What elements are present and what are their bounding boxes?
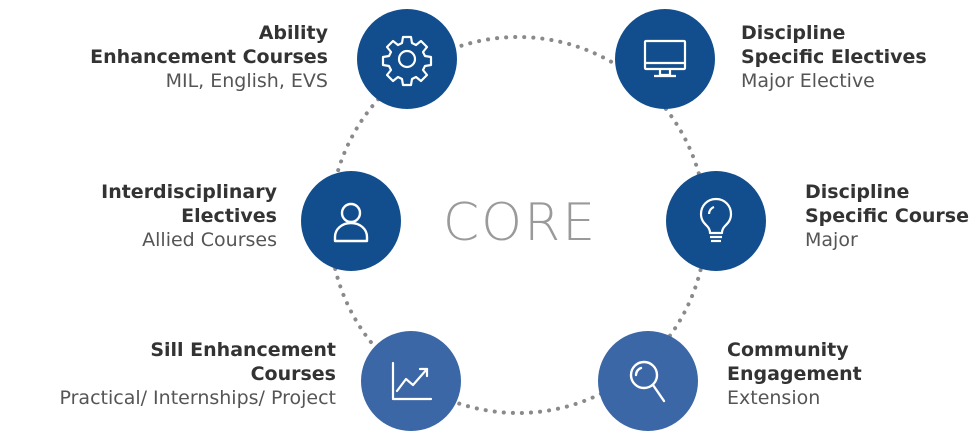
magnifier-icon [629, 360, 666, 403]
skill-enhancement-node [361, 331, 461, 431]
skill-enhancement-subtitle: Practical/ Internships/ Project [59, 387, 337, 409]
monitor-icon [643, 39, 687, 78]
discipline-electives-title-2: Specific Electives [741, 46, 927, 68]
ability-enhancement-node [357, 9, 457, 109]
interdisciplinary-node [301, 171, 401, 271]
discipline-course-title-1: Discipline [805, 181, 910, 203]
lightbulb-icon [699, 197, 733, 243]
discipline-electives-subtitle: Major Elective [741, 70, 875, 92]
community-engagement-title-1: Community [727, 339, 849, 361]
discipline-electives-label: Discipline Specific Electives Major Elec… [741, 21, 927, 93]
ability-enhancement-subtitle: MIL, English, EVS [165, 70, 328, 92]
interdisciplinary-title-1: Interdisciplinary [101, 181, 277, 203]
community-engagement-title-2: Engagement [727, 363, 862, 385]
ability-enhancement-label: Ability Enhancement Courses MIL, English… [90, 21, 328, 93]
community-engagement-label: Community Engagement Extension [727, 338, 862, 410]
community-engagement-subtitle: Extension [727, 387, 821, 409]
discipline-course-label: Discipline Specific Course Major [805, 180, 969, 252]
core-label: CORE [442, 193, 598, 253]
interdisciplinary-title-2: Electives [181, 205, 277, 227]
discipline-course-node [666, 171, 766, 271]
skill-enhancement-title-1: Sill Enhancement [150, 339, 336, 361]
discipline-electives-node [615, 9, 715, 109]
gear-icon [381, 35, 433, 87]
chart-icon [391, 361, 433, 401]
interdisciplinary-label: Interdisciplinary Electives Allied Cours… [101, 180, 277, 252]
skill-enhancement-title-2: Courses [250, 363, 336, 385]
discipline-course-title-2: Specific Course [805, 205, 969, 227]
community-engagement-node [598, 331, 698, 431]
ability-enhancement-title-1: Ability [258, 22, 328, 44]
ability-enhancement-title-2: Enhancement Courses [90, 46, 328, 68]
person-icon [333, 202, 369, 243]
interdisciplinary-subtitle: Allied Courses [142, 229, 277, 251]
skill-enhancement-label: Sill Enhancement Courses Practical/ Inte… [60, 338, 337, 410]
discipline-course-subtitle: Major [805, 229, 858, 251]
discipline-electives-title-1: Discipline [741, 22, 846, 44]
